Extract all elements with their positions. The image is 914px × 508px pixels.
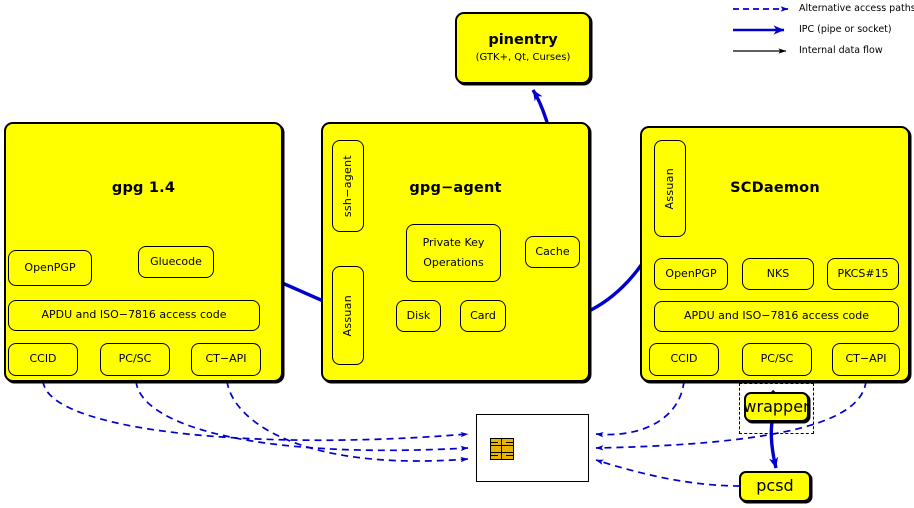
- gpg-gluecode-box[interactable]: Gluecode: [138, 246, 214, 278]
- alt-gpg-pcsc-to-card: [135, 380, 469, 452]
- legend-item-internal-flow: Internal data flow: [799, 45, 883, 56]
- pcsd-box[interactable]: pcsd: [739, 471, 811, 502]
- gpgagent-ssh-agent-label: ssh−agent: [340, 154, 354, 218]
- gpg-openpgp-box[interactable]: OpenPGP: [8, 250, 92, 286]
- gpg-driver-ctapi[interactable]: CT−API: [191, 343, 261, 376]
- wrapper-dashed-enclosure: [739, 383, 814, 434]
- alt-gpg-ccid-to-card: [42, 380, 469, 442]
- gpg-driver-ccid[interactable]: CCID: [8, 343, 78, 376]
- smart-card[interactable]: [476, 414, 589, 482]
- gpg-apdu-box[interactable]: APDU and ISO−7816 access code: [8, 300, 260, 331]
- wrapper-box[interactable]: wrapper: [743, 392, 810, 422]
- alt-scd-ctapi-to-card: [595, 380, 867, 451]
- scdaemon-apdu-box[interactable]: APDU and ISO−7816 access code: [654, 301, 899, 332]
- gpgagent-cache-box[interactable]: Cache: [525, 236, 580, 268]
- pinentry-subtitle: (GTK+, Qt, Curses): [475, 52, 571, 64]
- scdaemon-title: SCDaemon: [730, 180, 820, 196]
- gpgagent-assuan-box[interactable]: Assuan: [332, 266, 364, 365]
- scdaemon-app-pkcs15[interactable]: PKCS#15: [827, 258, 899, 290]
- legend-item-alternative-paths: Alternative access paths: [799, 3, 914, 14]
- scdaemon-app-nks[interactable]: NKS: [742, 258, 814, 290]
- gpgagent-card-box[interactable]: Card: [460, 300, 506, 332]
- gpgagent-title: gpg−agent: [409, 180, 502, 196]
- scdaemon-driver-ctapi[interactable]: CT−API: [832, 343, 900, 376]
- scdaemon-assuan-box[interactable]: Assuan: [654, 140, 686, 237]
- gpg-title: gpg 1.4: [111, 180, 176, 196]
- pko-line-2: Operations: [423, 255, 484, 269]
- scdaemon-driver-pcsc[interactable]: PC/SC: [742, 343, 812, 376]
- alt-pcsd-to-card: [595, 459, 741, 487]
- scdaemon-app-openpgp[interactable]: OpenPGP: [654, 258, 728, 290]
- pko-line-1: Private Key: [422, 235, 485, 249]
- scdaemon-driver-ccid[interactable]: CCID: [649, 343, 719, 376]
- gpgagent-private-key-operations-box[interactable]: Private Key Operations: [406, 224, 501, 282]
- pinentry-title: pinentry: [488, 32, 558, 49]
- gpgagent-ssh-agent-box[interactable]: ssh−agent: [332, 140, 364, 232]
- gpgagent-disk-box[interactable]: Disk: [396, 300, 441, 332]
- gpg-driver-pcsc[interactable]: PC/SC: [100, 343, 170, 376]
- pinentry-box[interactable]: pinentry (GTK+, Qt, Curses): [455, 12, 591, 84]
- smart-card-chip-icon: [490, 438, 514, 460]
- gpgagent-assuan-label: Assuan: [340, 294, 354, 337]
- legend-item-ipc: IPC (pipe or socket): [799, 24, 892, 35]
- alt-scd-ccid-to-card: [595, 380, 685, 438]
- scdaemon-assuan-label: Assuan: [662, 167, 676, 210]
- alt-gpg-ctapi-to-card: [226, 380, 469, 463]
